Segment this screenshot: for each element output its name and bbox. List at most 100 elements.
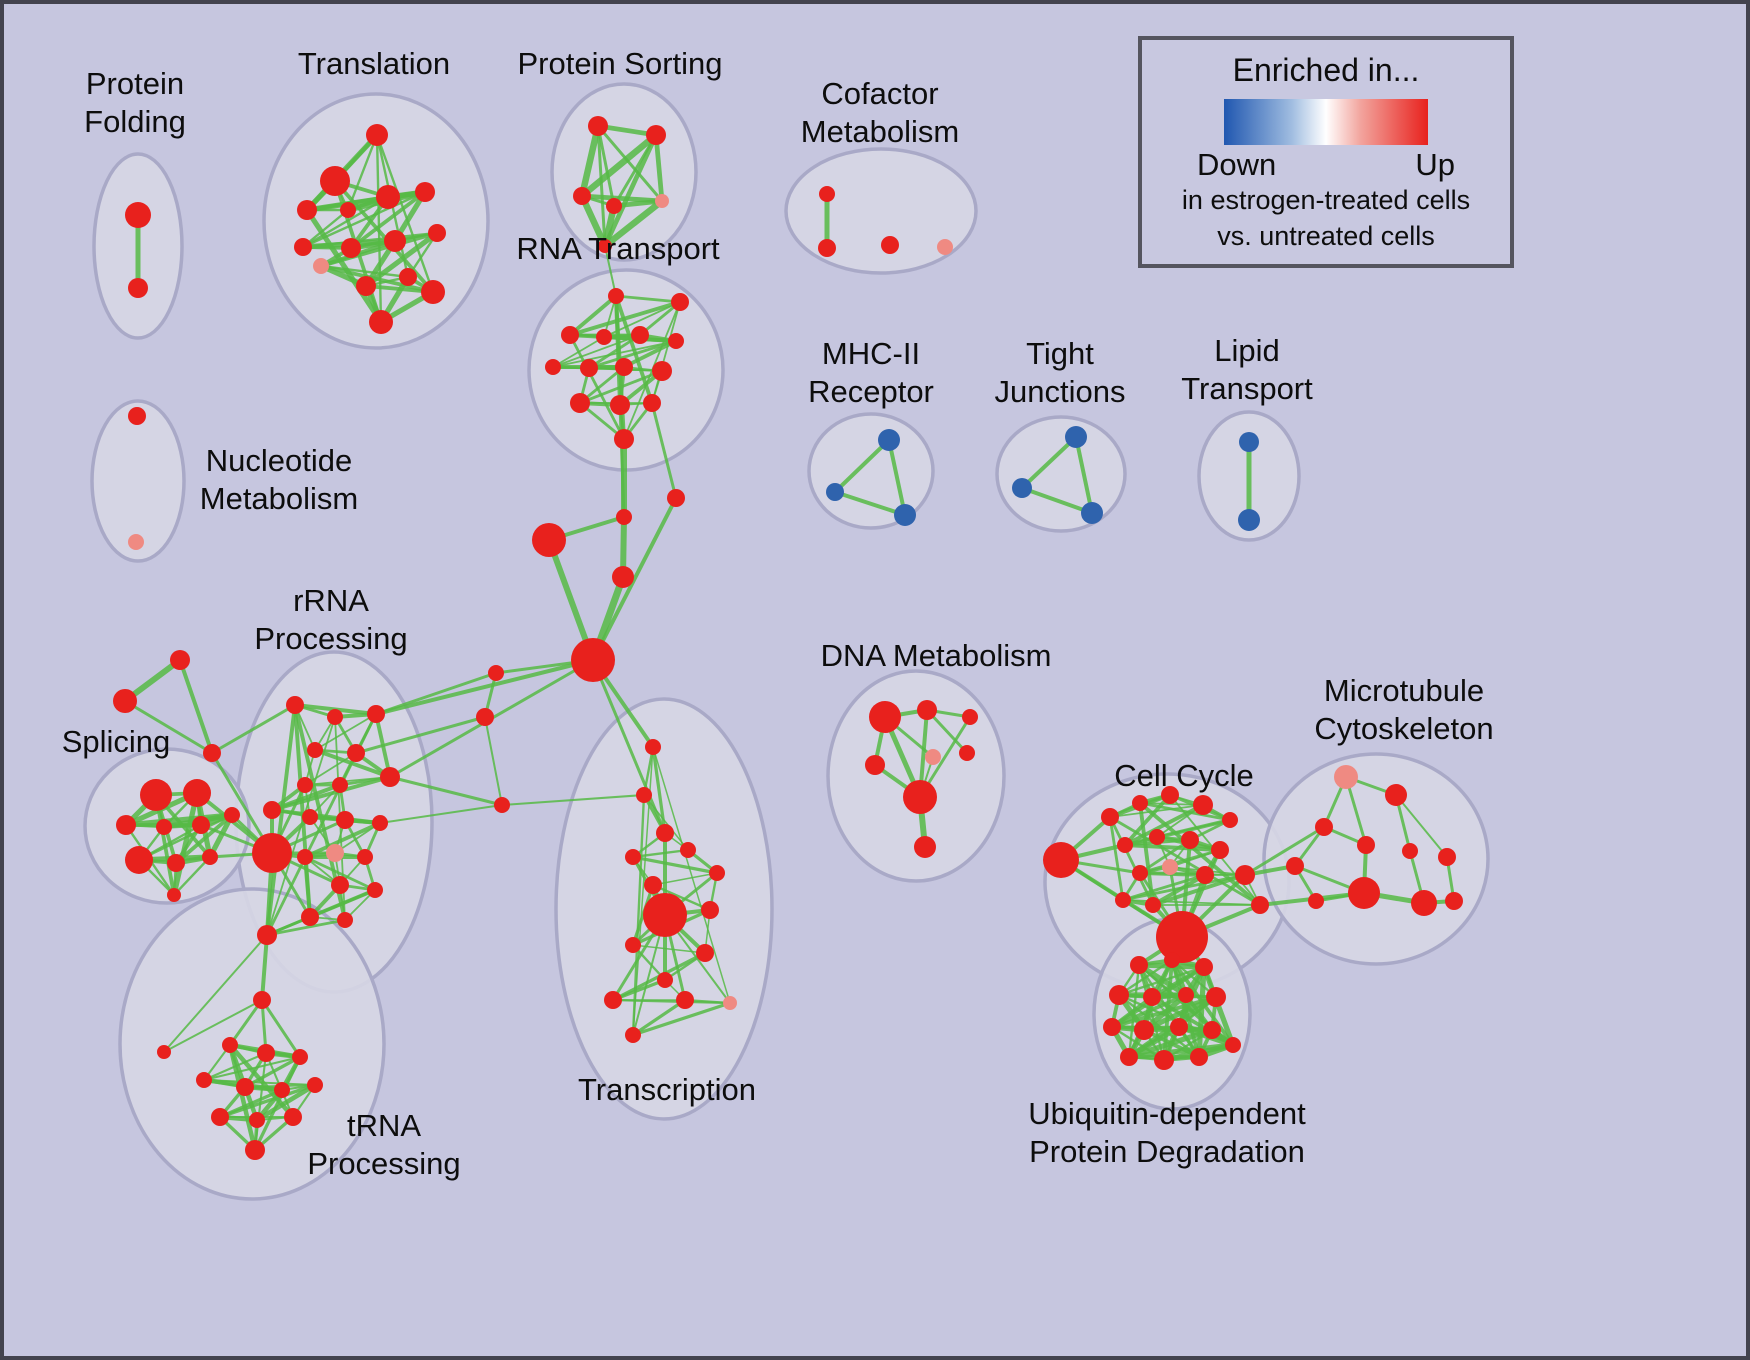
node-tx1 <box>645 739 661 755</box>
node-t4 <box>340 202 356 218</box>
node-cm4 <box>937 239 953 255</box>
node-t14 <box>421 280 445 304</box>
node-sp2 <box>183 779 211 807</box>
legend-caption-line2: vs. untreated cells <box>1217 220 1435 251</box>
node-mc7 <box>1286 857 1304 875</box>
node-rt11 <box>570 393 590 413</box>
node-rr_hub <box>252 833 292 873</box>
cluster-ellipse-tight-junctions <box>995 415 1127 533</box>
edge <box>218 1083 317 1119</box>
node-tr12 <box>157 1045 171 1059</box>
edge <box>314 713 377 751</box>
edge <box>1123 843 1222 852</box>
node-cc16 <box>1145 897 1161 913</box>
node-rr1 <box>286 696 304 714</box>
edge <box>1108 815 1262 907</box>
node-x7 <box>476 708 494 726</box>
edge <box>596 124 616 208</box>
node-mc3 <box>1315 818 1333 836</box>
node-rt3 <box>561 326 579 344</box>
edge <box>631 998 687 1037</box>
cluster-ellipse-trna-processing <box>118 887 386 1201</box>
node-dm5 <box>925 749 941 765</box>
node-cc7 <box>1117 837 1133 853</box>
node-rr16 <box>331 876 349 894</box>
legend-down-label: Down <box>1197 147 1277 182</box>
node-mc8 <box>1348 877 1380 909</box>
node-tx4 <box>680 842 696 858</box>
node-t5 <box>376 185 400 209</box>
edge <box>349 190 427 250</box>
edge <box>591 496 678 662</box>
nodes-layer <box>113 116 1463 1160</box>
legend-box: Enriched in... Down Up in estrogen-treat… <box>1138 36 1514 268</box>
edge <box>1156 819 1231 838</box>
edge <box>1127 963 1141 1059</box>
node-mh3 <box>894 504 916 526</box>
node-rt13 <box>643 394 661 412</box>
legend-up-label: Up <box>1415 147 1455 182</box>
edge <box>631 793 646 1037</box>
node-tx2 <box>636 787 652 803</box>
edge <box>1117 958 1174 997</box>
edge <box>653 132 665 204</box>
node-tr_hub <box>253 991 271 1009</box>
node-tj2 <box>1012 478 1032 498</box>
node-pf1 <box>125 202 151 228</box>
edge <box>260 933 269 1002</box>
cluster-label-protein-sorting: Protein Sorting <box>517 46 722 81</box>
cluster-label-cell-cycle: Cell Cycle <box>1114 758 1254 793</box>
node-ub6 <box>1178 987 1194 1003</box>
node-rt6 <box>668 333 684 349</box>
node-tr6 <box>274 1082 290 1098</box>
edge <box>1121 873 1247 902</box>
node-sp4 <box>156 819 172 835</box>
node-t11 <box>313 258 329 274</box>
node-rr12 <box>372 815 388 831</box>
node-cc8 <box>1149 829 1165 845</box>
node-rr2 <box>327 709 343 725</box>
node-cc12 <box>1132 865 1148 881</box>
node-x5 <box>571 638 615 682</box>
node-rt12 <box>610 395 630 415</box>
node-mc5 <box>1402 843 1418 859</box>
edge <box>253 1051 268 1152</box>
edge <box>596 124 607 248</box>
node-rr7 <box>297 777 313 793</box>
legend-title: Enriched in... <box>1232 52 1420 88</box>
edge <box>163 999 263 1053</box>
node-ub2 <box>1164 952 1180 968</box>
node-cm2 <box>818 239 836 257</box>
node-tx5 <box>625 849 641 865</box>
node-tr7 <box>307 1077 323 1093</box>
edge <box>1108 815 1155 907</box>
node-rr20 <box>257 925 277 945</box>
node-tx9 <box>701 901 719 919</box>
node-t2 <box>320 166 350 196</box>
node-cc2 <box>1101 808 1119 826</box>
node-rr5 <box>347 744 365 762</box>
node-rr3 <box>367 705 385 723</box>
node-cm3 <box>881 236 899 254</box>
edge <box>1170 958 1235 1047</box>
node-rr13 <box>326 844 344 862</box>
node-cc_hub <box>1156 911 1208 963</box>
edge <box>833 490 907 517</box>
edge <box>363 230 440 289</box>
node-ps1 <box>588 116 608 136</box>
edge <box>601 197 666 250</box>
node-cc3 <box>1132 795 1148 811</box>
node-tr3 <box>292 1049 308 1065</box>
edge <box>1151 873 1207 907</box>
edge <box>227 1042 258 1153</box>
edge <box>1243 825 1326 877</box>
node-mc1 <box>1334 765 1358 789</box>
node-rr6 <box>380 767 400 787</box>
edge <box>301 195 390 249</box>
edge <box>614 294 682 304</box>
edge <box>319 264 435 294</box>
